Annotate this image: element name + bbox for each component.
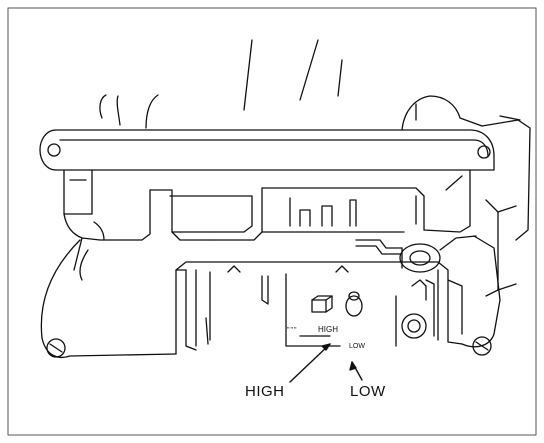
callout-arrows — [289, 343, 363, 383]
high-callout-label: HIGH — [245, 383, 285, 400]
lid-screw-left — [47, 143, 61, 157]
switch-low-marking: LOW — [349, 343, 365, 350]
low-callout-label: LOW — [350, 383, 386, 400]
base-plate — [40, 235, 501, 359]
high-arrow — [289, 343, 331, 383]
base-screw-right — [472, 336, 492, 356]
switch-housing — [299, 291, 427, 339]
top-lid — [39, 129, 495, 215]
switch-high-marking: HIGH — [318, 325, 338, 334]
high-arrowhead — [321, 343, 331, 351]
lid-screw-right — [477, 145, 491, 159]
front-cover — [63, 169, 471, 281]
switch-linkage — [355, 235, 477, 273]
switch-marks-label: """ — [287, 327, 298, 334]
adjust-knob — [401, 313, 427, 339]
low-arrowhead — [349, 361, 357, 371]
compartment-dividers — [205, 265, 427, 347]
drive-chassis-outline — [99, 39, 531, 297]
figure-border — [7, 7, 537, 436]
base-screw-left — [46, 338, 66, 358]
